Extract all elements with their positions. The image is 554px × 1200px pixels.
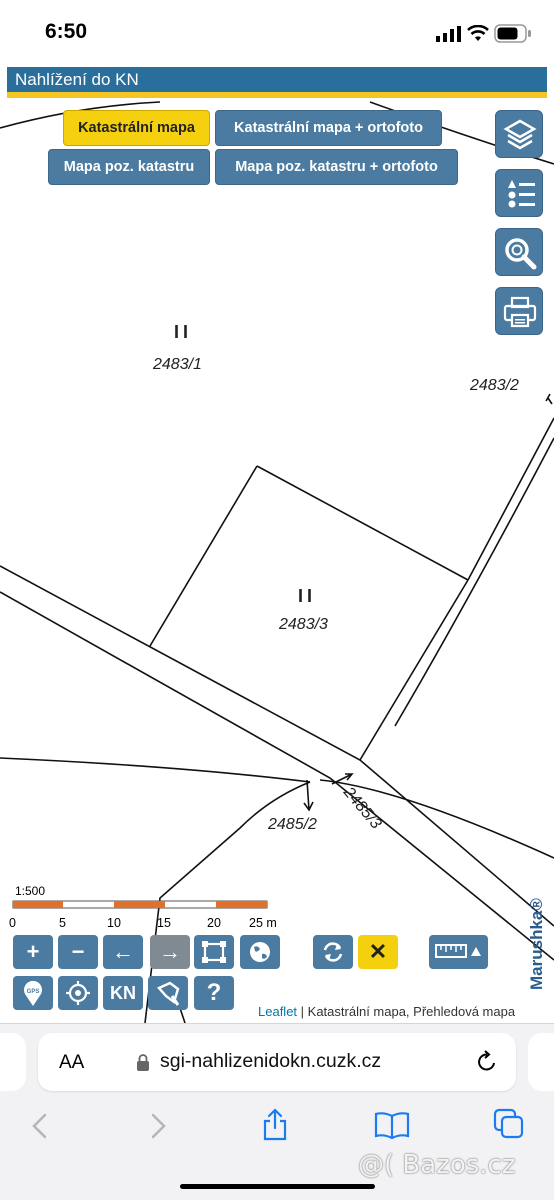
- url-text[interactable]: sgi-nahlizenidokn.cuzk.cz: [160, 1050, 382, 1072]
- ruler-icon: [435, 944, 481, 958]
- layer-land-consolidation-button[interactable]: Mapa poz. katastru: [48, 149, 210, 185]
- address-bar[interactable]: [38, 1033, 516, 1091]
- reload-icon[interactable]: [476, 1050, 498, 1074]
- layer-cadastral-ortho-button[interactable]: Katastrální mapa + ortofoto: [215, 110, 442, 146]
- scale-ratio: 1:500: [15, 884, 46, 898]
- svg-text:GPS: GPS: [27, 989, 40, 995]
- globe-icon: [250, 942, 270, 962]
- cadastral-map-lines: [0, 101, 554, 1023]
- search-button[interactable]: [495, 228, 543, 276]
- scale-tick: 20: [207, 916, 221, 930]
- layer-cadastral-button[interactable]: Katastrální mapa: [63, 110, 210, 146]
- share-icon[interactable]: [260, 1108, 290, 1142]
- measure-button[interactable]: [429, 935, 488, 969]
- gps-pin-icon: GPS: [24, 980, 42, 1006]
- map-canvas[interactable]: Katastrální mapa Katastrální mapa + orto…: [0, 98, 554, 1023]
- marushka-logo: Marushka®: [527, 898, 546, 990]
- layers-icon: [503, 119, 537, 150]
- polygon-select-button[interactable]: [148, 976, 188, 1010]
- zoom-extent-button[interactable]: [194, 935, 234, 969]
- refresh-icon: [323, 942, 343, 962]
- attribution-layers: Katastrální mapa, Přehledová mapa: [307, 1004, 516, 1019]
- globe-button[interactable]: [240, 935, 280, 969]
- tabs-icon[interactable]: [493, 1108, 525, 1140]
- scale-tick: 25 m: [249, 916, 277, 930]
- home-indicator: [180, 1184, 375, 1189]
- parcel-mark: II: [298, 586, 317, 606]
- legend-list-icon: [508, 180, 535, 208]
- scale-tick: 5: [59, 916, 66, 930]
- previous-tab-pill[interactable]: [0, 1033, 26, 1091]
- browser-forward-icon[interactable]: [148, 1112, 170, 1140]
- status-time: 6:50: [45, 20, 88, 43]
- app-title: Nahlížení do KN: [15, 70, 139, 89]
- locate-button[interactable]: [58, 976, 98, 1010]
- bookmarks-icon[interactable]: [374, 1110, 410, 1140]
- battery-icon: [494, 24, 531, 43]
- help-button[interactable]: ?: [194, 976, 234, 1010]
- map-attribution: Leaflet | Katastrální mapa, Přehledová m…: [253, 1002, 554, 1022]
- kn-button[interactable]: KN: [103, 976, 143, 1010]
- lock-icon: [137, 1054, 149, 1071]
- scale-tick: 10: [107, 916, 121, 930]
- gps-button[interactable]: GPS: [13, 976, 53, 1010]
- wifi-icon: [467, 25, 489, 41]
- watermark: @( Bazos.cz: [358, 1150, 516, 1180]
- close-button[interactable]: ✕: [358, 935, 398, 969]
- parcel-label: 2483/1: [153, 356, 202, 373]
- forward-button[interactable]: →: [150, 935, 190, 969]
- scale-tick: 15: [157, 916, 171, 930]
- print-button[interactable]: [495, 287, 543, 335]
- legend-button[interactable]: [495, 169, 543, 217]
- layer-land-consolidation-ortho-button[interactable]: Mapa poz. katastru + ortofoto: [215, 149, 458, 185]
- browser-back-icon[interactable]: [28, 1112, 50, 1140]
- scale-tick: 0: [9, 916, 16, 930]
- polygon-select-icon: [157, 981, 180, 1006]
- printer-icon: [503, 296, 537, 328]
- crosshair-icon: [66, 981, 90, 1005]
- signal-icon: [436, 26, 461, 42]
- search-icon: [505, 238, 537, 270]
- reader-aa-button[interactable]: AA: [59, 1052, 85, 1073]
- leaflet-link[interactable]: Leaflet: [258, 1004, 298, 1019]
- parcel-label: 2483/3: [279, 616, 328, 633]
- parcel-label: 2485/2: [268, 816, 317, 833]
- refresh-button[interactable]: [313, 935, 353, 969]
- parcel-label: 2483/2: [470, 377, 519, 394]
- back-button[interactable]: ←: [103, 935, 143, 969]
- zoom-in-button[interactable]: +: [13, 935, 53, 969]
- extent-icon: [202, 941, 226, 963]
- svg-text:Marushka®: Marushka®: [527, 898, 546, 990]
- status-bar: 6:50: [0, 0, 554, 66]
- zoom-out-button[interactable]: −: [58, 935, 98, 969]
- parcel-mark: II: [174, 322, 193, 342]
- attribution-separator: |: [297, 1004, 308, 1019]
- scale-bar: [12, 900, 268, 909]
- layers-button[interactable]: [495, 110, 543, 158]
- next-tab-pill[interactable]: [528, 1033, 554, 1091]
- app-header: Nahlížení do KN: [7, 67, 547, 98]
